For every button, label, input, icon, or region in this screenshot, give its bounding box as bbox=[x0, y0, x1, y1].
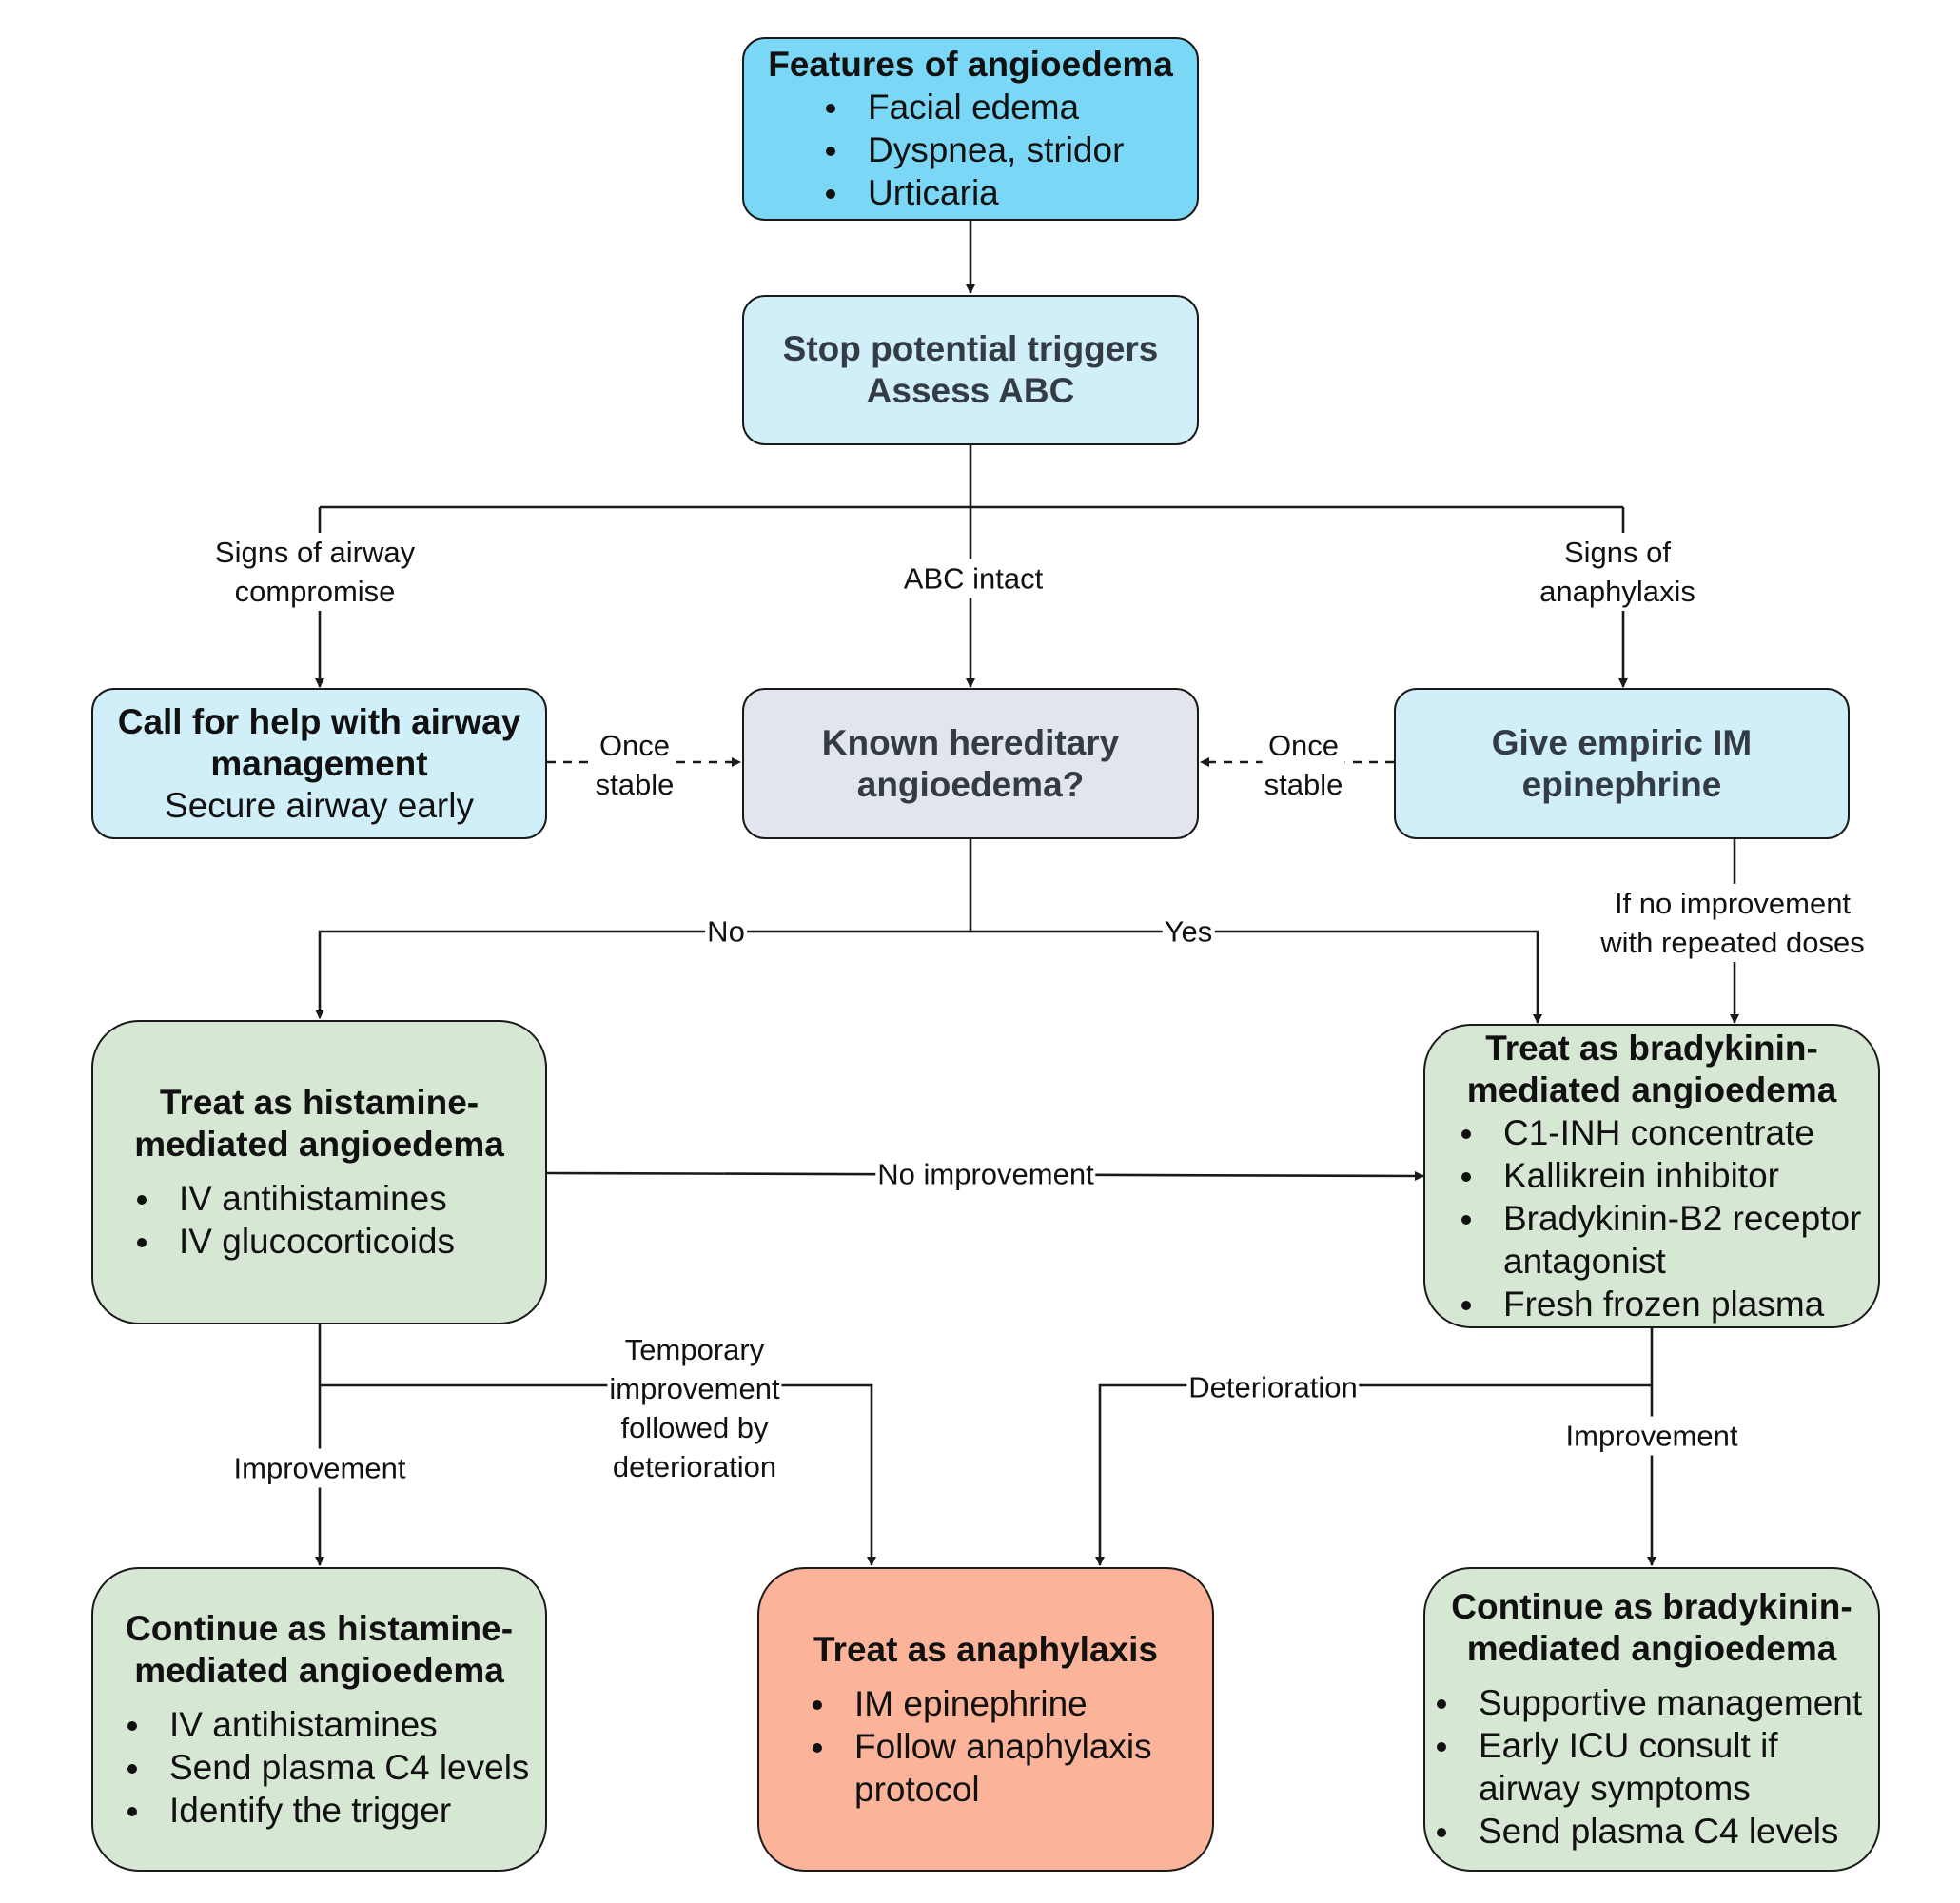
bradykinin-title-2: mediated angioedema bbox=[1466, 1069, 1837, 1109]
list-item: Send plasma C4 levels bbox=[1404, 1810, 1874, 1853]
node-treat-histamine: Treat as histamine- mediated angioedema … bbox=[91, 1020, 547, 1324]
node-stop-triggers: Stop potential triggers Assess ABC bbox=[742, 295, 1199, 445]
airway-title-2: management bbox=[210, 743, 428, 783]
histamine-title-1: Treat as histamine- bbox=[159, 1083, 480, 1122]
hereditary-line-1: Known hereditary bbox=[821, 722, 1120, 762]
list-item: Identify the trigger bbox=[95, 1789, 545, 1832]
continue-bradykinin-title-2: mediated angioedema bbox=[1466, 1629, 1837, 1668]
anaphylaxis-title: Treat as anaphylaxis bbox=[813, 1629, 1158, 1669]
node-empiric-epinephrine: Give empiric IM epinephrine bbox=[1394, 688, 1850, 839]
anaphylaxis-list: IM epinephrine Follow anaphylaxis protoc… bbox=[759, 1682, 1212, 1811]
list-item: Facial edema bbox=[794, 86, 1197, 128]
node-known-hereditary: Known hereditary angioedema? bbox=[742, 688, 1199, 839]
arrow-yes bbox=[970, 930, 1542, 1024]
continue-histamine-title-2: mediated angioedema bbox=[134, 1650, 504, 1690]
bradykinin-list: C1-INH concentrate Kallikrein inhibitor … bbox=[1425, 1111, 1878, 1325]
label-improvement-left: Improvement bbox=[231, 1448, 408, 1488]
arrow-temporary bbox=[320, 1383, 876, 1566]
list-item: Fresh frozen plasma bbox=[1429, 1283, 1872, 1325]
stop-line-2: Assess ABC bbox=[866, 371, 1075, 410]
continue-histamine-list: IV antihistamines Send plasma C4 levels … bbox=[93, 1703, 545, 1832]
list-item: IV antihistamines bbox=[95, 1703, 545, 1746]
list-item: Bradykinin-B2 receptor antagonist bbox=[1429, 1197, 1872, 1283]
list-item: IM epinephrine bbox=[780, 1682, 1184, 1725]
node-continue-histamine: Continue as histamine- mediated angioede… bbox=[91, 1567, 547, 1872]
airway-text: Secure airway early bbox=[165, 785, 474, 825]
bradykinin-title-1: Treat as bradykinin- bbox=[1485, 1028, 1818, 1068]
label-no-improvement: No improvement bbox=[875, 1154, 1096, 1194]
node-continue-bradykinin: Continue as bradykinin- mediated angioed… bbox=[1423, 1567, 1880, 1872]
list-item: Supportive management bbox=[1404, 1681, 1874, 1724]
features-title: Features of angioedema bbox=[768, 45, 1173, 84]
hereditary-line-2: angioedema? bbox=[856, 764, 1085, 804]
list-item: Dyspnea, stridor bbox=[794, 128, 1197, 171]
continue-bradykinin-title-1: Continue as bradykinin- bbox=[1451, 1587, 1852, 1626]
airway-title-1: Call for help with airway bbox=[117, 701, 521, 741]
label-no: No bbox=[705, 912, 747, 952]
features-list: Facial edema Dyspnea, stridor Urticaria bbox=[744, 86, 1197, 214]
continue-bradykinin-list: Supportive management Early ICU consult … bbox=[1404, 1681, 1878, 1853]
node-features-of-angioedema: Features of angioedema Facial edema Dysp… bbox=[742, 37, 1199, 221]
list-item: IV antihistamines bbox=[105, 1177, 545, 1220]
label-yes: Yes bbox=[1162, 912, 1215, 952]
epinephrine-line-1: Give empiric IM bbox=[1491, 722, 1753, 762]
list-item: Send plasma C4 levels bbox=[95, 1746, 545, 1789]
epinephrine-line-2: epinephrine bbox=[1521, 764, 1722, 804]
list-item: IV glucocorticoids bbox=[105, 1220, 545, 1263]
list-item: Early ICU consult if airway symptoms bbox=[1404, 1724, 1874, 1810]
arrow-deterioration bbox=[1095, 1383, 1652, 1566]
node-treat-bradykinin: Treat as bradykinin- mediated angioedema… bbox=[1423, 1024, 1880, 1328]
arrow-no bbox=[315, 930, 970, 1019]
list-item: Urticaria bbox=[794, 171, 1197, 214]
list-item: Kallikrein inhibitor bbox=[1429, 1154, 1872, 1197]
node-treat-anaphylaxis: Treat as anaphylaxis IM epinephrine Foll… bbox=[757, 1567, 1214, 1872]
list-item: Follow anaphylaxis protocol bbox=[780, 1725, 1184, 1811]
histamine-list: IV antihistamines IV glucocorticoids bbox=[93, 1177, 545, 1263]
node-airway-management: Call for help with airway management Sec… bbox=[91, 688, 547, 839]
histamine-title-2: mediated angioedema bbox=[134, 1125, 504, 1164]
list-item: C1-INH concentrate bbox=[1429, 1111, 1872, 1154]
label-abc-intact: ABC intact bbox=[901, 559, 1046, 598]
label-improvement-right: Improvement bbox=[1563, 1416, 1740, 1456]
label-deterioration: Deterioration bbox=[1186, 1367, 1360, 1407]
stop-line-1: Stop potential triggers bbox=[782, 329, 1159, 368]
continue-histamine-title-1: Continue as histamine- bbox=[125, 1608, 514, 1648]
